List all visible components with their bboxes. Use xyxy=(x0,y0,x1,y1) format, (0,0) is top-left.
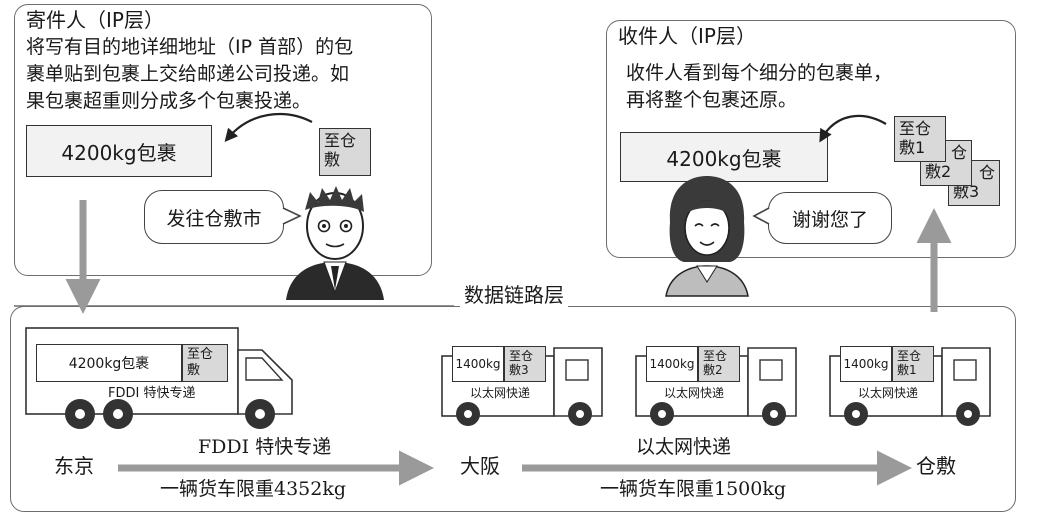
receiver-speech-text: 谢谢您了 xyxy=(791,208,868,231)
route1-name: FDDI 特快专递 xyxy=(198,436,332,458)
ethernet-truck-3-tag-line-1: 至仓 xyxy=(897,349,922,363)
receiver-tag-1-line-1: 至仓 xyxy=(899,119,932,138)
receiver-person-illustration xyxy=(665,176,749,297)
sender-desc-line-3: 果包裹超重则分成多个包裹投递。 xyxy=(26,90,312,112)
sender-desc-line-1: 将写有目的地详细地址（IP 首部）的包 xyxy=(26,36,354,58)
sender-curved-arrow xyxy=(224,112,313,143)
receiver-bubble-tail xyxy=(752,207,770,225)
ethernet-truck-1-tag-line-1: 至仓 xyxy=(509,349,534,363)
ethernet-truck-2-cargo-label: 1400kg xyxy=(649,357,695,371)
ethernet-truck-3-cargo-label: 1400kg xyxy=(843,357,889,371)
sender-address-tag: 至仓 敷 xyxy=(319,128,371,176)
receiver-package-label: 4200kg包裹 xyxy=(666,146,782,171)
route2-name: 以太网快递 xyxy=(636,436,732,458)
sender-title: 寄件人（IP层） xyxy=(26,8,164,32)
ethernet-truck-1-cargo: 1400kg xyxy=(452,346,504,382)
sender-package: 4200kg包裹 xyxy=(26,125,212,177)
city-kurashiki: 仓敷 xyxy=(916,454,956,478)
fddi-truck-tag: 至仓 敷 xyxy=(182,344,228,382)
ethernet-truck-1-tag-line-2: 敷3 xyxy=(509,363,529,378)
receiver-tag-1: 至仓 敷1 xyxy=(894,116,946,162)
receiver-curved-arrow xyxy=(819,114,887,143)
ethernet-truck-2-tag: 至仓 敷2 xyxy=(698,346,740,382)
receiver-tag-2-line-2: 敷2 xyxy=(925,162,952,182)
ethernet-truck-3-tag-line-2: 敷1 xyxy=(897,363,917,378)
ethernet-truck-1-cargo-label: 1400kg xyxy=(455,357,501,371)
ethernet-truck-2-tag-line-1: 至仓 xyxy=(703,349,728,363)
city-osaka: 大阪 xyxy=(460,454,500,478)
route2-limit: 一辆货车限重1500kg xyxy=(600,478,787,500)
ethernet-truck-1-label: 以太网快递 xyxy=(470,386,531,400)
sender-bubble-tail xyxy=(282,207,302,225)
receiver-tag-1-line-2: 敷1 xyxy=(899,138,926,158)
sender-package-label: 4200kg包裹 xyxy=(61,140,177,165)
sender-speech-text: 发往仓敷市 xyxy=(166,207,262,230)
sender-tag-line-1: 至仓 xyxy=(324,131,357,150)
ethernet-truck-2-label: 以太网快递 xyxy=(664,386,725,400)
fddi-truck-cargo: 4200kg包裹 xyxy=(36,344,182,382)
receiver-desc-line-1: 收件人看到每个细分的包裹单， xyxy=(626,62,893,84)
sender-person-illustration xyxy=(286,186,384,300)
fddi-truck-cargo-label: 4200kg包裹 xyxy=(68,356,150,372)
route1-limit: 一辆货车限重4352kg xyxy=(160,478,347,500)
sender-speech-bubble: 发往仓敷市 xyxy=(144,190,284,244)
receiver-package: 4200kg包裹 xyxy=(620,132,828,182)
ethernet-truck-2-tag-line-2: 敷2 xyxy=(703,363,723,378)
fddi-truck-label: FDDI 特快专递 xyxy=(108,386,196,401)
ethernet-truck-1-tag: 至仓 敷3 xyxy=(504,346,546,382)
receiver-speech-bubble: 谢谢您了 xyxy=(768,192,892,244)
receiver-desc-line-2: 再将整个包裹还原。 xyxy=(626,89,798,111)
ethernet-truck-3-tag: 至仓 敷1 xyxy=(892,346,934,382)
receiver-tag-3-line-2: 敷3 xyxy=(953,182,980,202)
link-layer-title: 数据链路层 xyxy=(460,283,568,308)
city-tokyo: 东京 xyxy=(54,454,94,478)
fddi-truck-tag-line-1: 至仓 xyxy=(187,347,214,362)
ethernet-truck-3-cargo: 1400kg xyxy=(840,346,892,382)
receiver-tag-2-line-1: 仓 xyxy=(950,143,967,162)
sender-desc-line-2: 裹单贴到包裹上交给邮递公司投递。如 xyxy=(26,63,350,85)
ethernet-truck-3-label: 以太网快递 xyxy=(858,386,919,400)
receiver-title: 收件人（IP层） xyxy=(618,24,756,48)
ethernet-truck-2-cargo: 1400kg xyxy=(646,346,698,382)
fddi-truck-tag-line-2: 敷 xyxy=(187,362,201,378)
sender-tag-line-2: 敷 xyxy=(324,150,341,170)
receiver-tag-3-line-1: 仓 xyxy=(978,163,995,182)
